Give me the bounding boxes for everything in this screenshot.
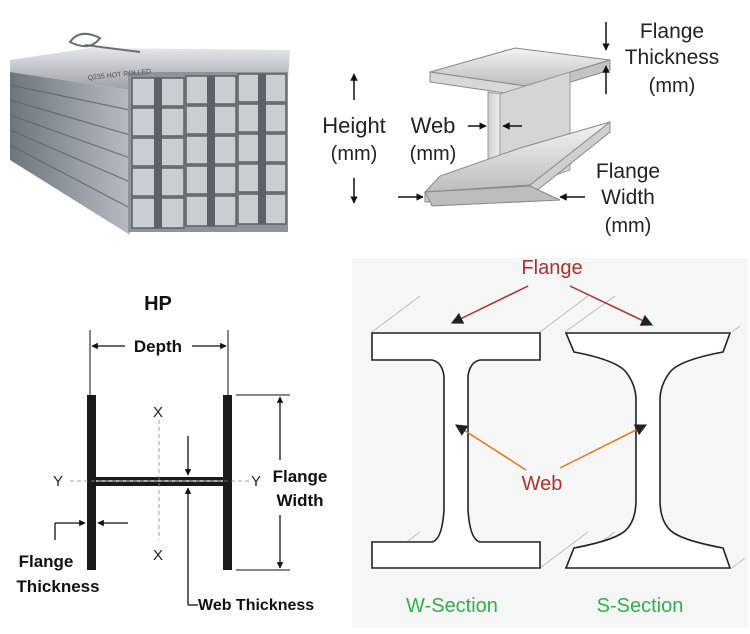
hp-title: HP: [144, 293, 172, 315]
web-unit: (mm): [410, 143, 457, 165]
flange-thickness-label-2: Thickness: [625, 46, 720, 69]
flange-arrow-w: [450, 285, 529, 324]
depth-label: Depth: [134, 337, 182, 356]
hp-section-diagram: HP Depth X X Y Y Web Thickness Flange Wi…: [10, 258, 350, 628]
flange-thickness-unit: (mm): [649, 75, 696, 97]
axis-y-right: Y: [251, 473, 261, 490]
flange-width-unit: (mm): [605, 215, 652, 237]
w-s-sections-diagram: Flange Web W-Section S-Section: [352, 257, 748, 628]
axis-x-bottom: X: [153, 547, 163, 564]
w-section-shape: [371, 332, 541, 569]
web-label: Web: [411, 113, 456, 138]
flange-width-label-2: Width: [601, 186, 655, 209]
flange-arrow-s: [569, 285, 654, 326]
hp-flange-thickness-label-2: Thickness: [16, 577, 99, 596]
web-thickness-label: Web Thickness: [198, 597, 314, 614]
hp-right-flange: [223, 395, 232, 570]
flange-label: Flange: [521, 257, 582, 279]
hp-flange-thickness-label-1: Flange: [19, 552, 74, 571]
height-unit: (mm): [331, 143, 378, 165]
hp-flange-width-label-1: Flange: [273, 467, 328, 486]
axis-x-top: X: [153, 404, 163, 421]
hp-flange-width-label-2: Width: [276, 491, 323, 510]
web-arrow-s: [559, 424, 648, 469]
flange-width-label-1: Flange: [596, 160, 660, 183]
w-section-label: W-Section: [406, 595, 498, 617]
s-section-label: S-Section: [597, 595, 684, 617]
s-section-shape: [564, 332, 732, 569]
height-label: Height: [322, 113, 386, 138]
flange-thickness-label-1: Flange: [640, 20, 704, 43]
i-beam-3d-diagram: Height (mm) Web (mm) Flange Thickness (m…: [322, 20, 719, 237]
hp-left-flange: [87, 395, 96, 570]
web-arrow-w: [454, 424, 527, 471]
steel-bundle-photo: Q235 HOT ROLLED: [9, 32, 290, 235]
axis-y-left: Y: [53, 473, 63, 490]
web-label-sections: Web: [522, 473, 563, 495]
